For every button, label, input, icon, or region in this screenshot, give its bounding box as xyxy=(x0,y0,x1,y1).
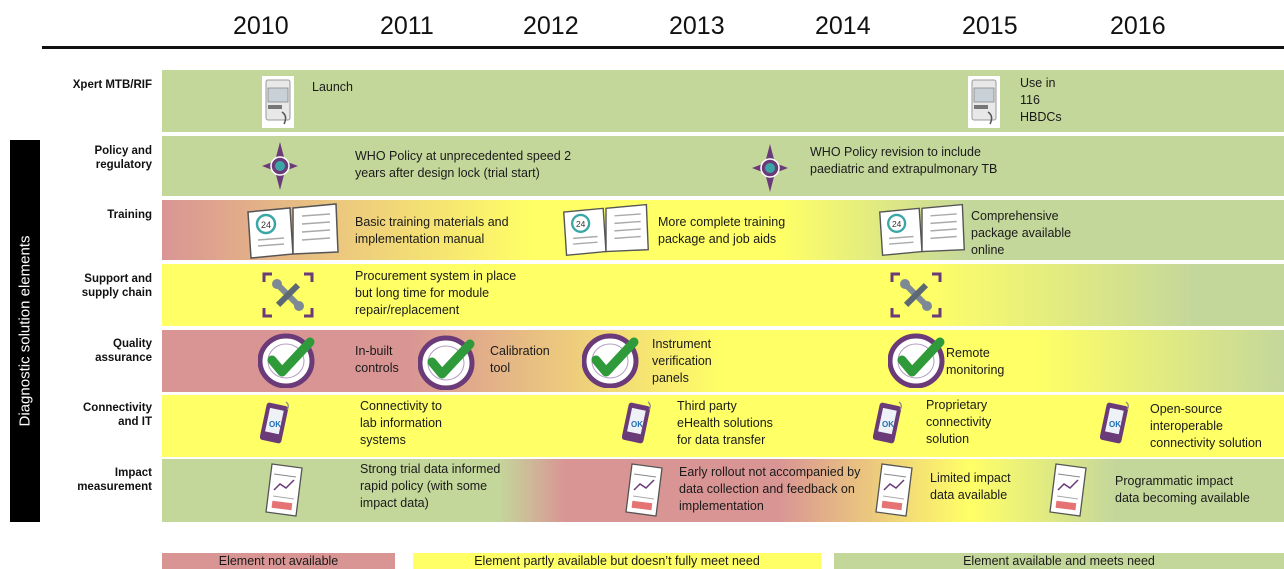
band-quality xyxy=(162,330,1284,392)
svg-text:OK: OK xyxy=(882,420,894,429)
year-2014: 2014 xyxy=(815,12,871,40)
report-document-icon xyxy=(875,463,913,517)
band-connectivity xyxy=(162,395,1284,457)
legend-not-available: Element not available xyxy=(162,553,395,569)
note-programmatic-impact: Programmatic impact data becoming availa… xyxy=(1115,474,1250,505)
note-inbuilt-controls: In-built controls xyxy=(355,344,399,375)
year-2011: 2011 xyxy=(380,12,434,40)
band-impact xyxy=(162,459,1284,522)
report-document-icon xyxy=(265,463,303,517)
note-launch: Launch xyxy=(312,80,354,94)
quality-assurance-badge-icon xyxy=(418,335,475,390)
compass-icon xyxy=(752,144,788,192)
svg-text:OK: OK xyxy=(1109,420,1121,429)
quality-assurance-badge-icon xyxy=(582,333,639,388)
note-limited-impact-data: Limited impact data available xyxy=(930,471,1011,502)
tools-icon xyxy=(262,272,314,318)
note-open-source-connectivity: Open-source interoperable connectivity s… xyxy=(1150,402,1262,450)
note-third-party-ehealth: Third party eHealth solutions for data t… xyxy=(677,399,773,447)
note-lab-connectivity: Connectivity to lab information systems xyxy=(360,399,442,447)
note-who-policy-speed: WHO Policy at unprecedented speed 2 year… xyxy=(355,149,572,180)
row-label-xpert: Xpert MTB/RIF xyxy=(72,79,152,91)
report-document-icon xyxy=(625,463,663,517)
note-use-hbdcs: Use in 116 HBDCs xyxy=(1020,76,1062,124)
svg-text:24: 24 xyxy=(892,219,902,229)
row-label-policy: Policy and regulatory xyxy=(94,145,152,171)
year-2013: 2013 xyxy=(669,12,725,40)
note-calibration-tool: Calibration tool xyxy=(490,344,550,375)
quality-assurance-badge-icon xyxy=(258,333,315,388)
note-who-policy-revision: WHO Policy revision to include paediatri… xyxy=(810,145,998,176)
note-early-rollout: Early rollout not accompanied by data co… xyxy=(679,465,861,513)
note-basic-training: Basic training materials and implementat… xyxy=(355,215,509,246)
band-policy xyxy=(162,136,1284,196)
report-document-icon xyxy=(1049,463,1087,517)
header-rule xyxy=(42,46,1284,49)
compass-icon xyxy=(262,142,298,190)
note-procurement: Procurement system in place but long tim… xyxy=(355,269,517,317)
row-label-support: Support and supply chain xyxy=(81,273,152,299)
note-proprietary-connectivity: Proprietary connectivity solution xyxy=(926,398,992,446)
legend-available: Element available and meets need xyxy=(834,553,1284,569)
year-2015: 2015 xyxy=(962,12,1018,40)
row-label-training: Training xyxy=(107,209,152,221)
training-manual-icon: 24 xyxy=(247,203,339,259)
mobile-phone-icon: OK xyxy=(260,401,289,444)
band-training xyxy=(162,200,1284,260)
genexpert-device-icon xyxy=(968,76,1000,128)
sidebar-diagnostic-elements: Diagnostic solution elements xyxy=(10,140,40,522)
mobile-phone-icon: OK xyxy=(873,401,902,444)
mobile-phone-icon: OK xyxy=(1100,401,1129,444)
note-complete-training: More complete training package and job a… xyxy=(658,215,786,246)
svg-text:24: 24 xyxy=(261,220,271,230)
row-label-connectivity: Connectivity and IT xyxy=(82,402,152,428)
note-strong-trial-data: Strong trial data informed rapid policy … xyxy=(360,462,501,510)
year-2012: 2012 xyxy=(523,12,579,40)
quality-assurance-badge-icon xyxy=(888,333,945,388)
mobile-phone-icon: OK xyxy=(622,401,651,444)
svg-text:OK: OK xyxy=(631,420,643,429)
training-manual-icon: 24 xyxy=(563,203,649,257)
note-remote-monitoring: Remote monitoring xyxy=(946,346,1005,377)
svg-text:OK: OK xyxy=(269,420,281,429)
year-2016: 2016 xyxy=(1110,12,1166,40)
svg-text:24: 24 xyxy=(576,219,586,229)
note-verification-panels: Instrument verification panels xyxy=(652,337,712,385)
year-2010: 2010 xyxy=(233,12,289,40)
tools-icon xyxy=(890,272,942,318)
row-label-quality: Quality assurance xyxy=(95,338,152,364)
band-xpert xyxy=(162,70,1284,132)
training-manual-icon: 24 xyxy=(879,203,965,257)
genexpert-device-icon xyxy=(262,76,294,128)
legend-partly-available: Element partly available but doesn’t ful… xyxy=(413,553,821,569)
note-comprehensive-training: Comprehensive package available online xyxy=(971,209,1072,257)
row-label-impact: Impact measurement xyxy=(77,467,152,493)
band-support xyxy=(162,264,1284,326)
sidebar-title: Diagnostic solution elements xyxy=(16,235,34,427)
